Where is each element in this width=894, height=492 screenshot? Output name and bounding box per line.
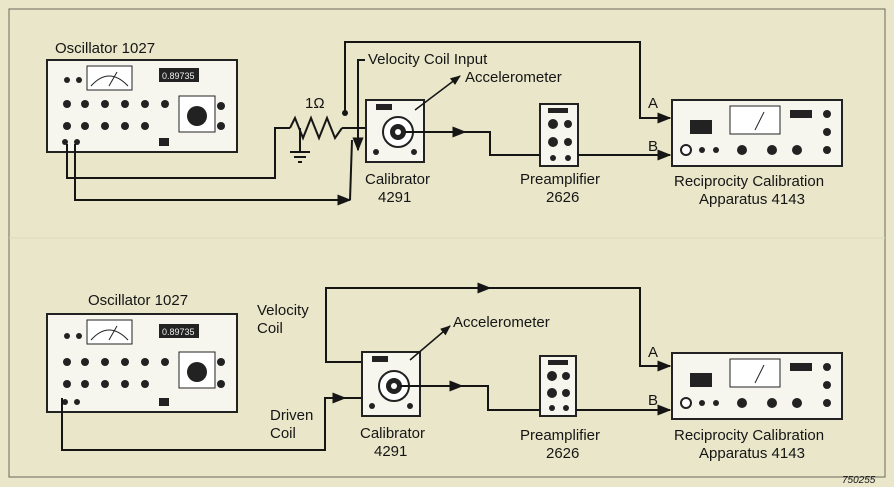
input-b-label: B (648, 138, 658, 155)
calibrator-label: Calibrator (360, 425, 425, 442)
preamplifier-device-icon (539, 355, 577, 417)
driven-coil-label: Driven (270, 407, 313, 424)
calibrator-model: 4291 (378, 189, 411, 206)
preamplifier-model: 2626 (546, 445, 579, 462)
velocity-coil-input-label: Velocity Coil Input (368, 51, 488, 68)
preamplifier-label: Preamplifier (520, 171, 600, 188)
svg-text:0.89735: 0.89735 (162, 327, 195, 337)
calibrator-device-icon (361, 351, 421, 417)
bottom-diagram: 0.89735 Oscillator 1027 Velocity Coil Dr… (46, 282, 843, 462)
preamplifier-label: Preamplifier (520, 427, 600, 444)
oscillator-device-icon: 0.89735 (46, 313, 238, 413)
oscillator-output-wire (66, 127, 290, 179)
velocity-coil-label-2: Coil (257, 320, 283, 337)
to-preamp-wire (462, 385, 540, 411)
reciprocity-model: Apparatus 4143 (699, 445, 805, 462)
channel-a-wire (344, 41, 672, 124)
top-diagram: 0.89735 Oscillator 1027 1Ω (46, 40, 843, 208)
accelerometer-label: Accelerometer (453, 314, 550, 331)
reciprocity-label: Reciprocity Calibration (674, 173, 824, 190)
diagram-frame (8, 8, 886, 478)
svg-text:0.89735: 0.89735 (162, 71, 195, 81)
driven-coil-wire (61, 392, 347, 451)
reciprocity-model: Apparatus 4143 (699, 191, 805, 208)
preamplifier-device-icon (539, 103, 579, 167)
input-b-label: B (648, 392, 658, 409)
velocity-coil-label: Velocity (257, 302, 309, 319)
input-a-label: A (648, 95, 658, 112)
drive-to-calibrator-wire (349, 139, 353, 201)
reciprocity-apparatus-icon (671, 99, 843, 167)
oscillator-label: Oscillator 1027 (88, 292, 188, 309)
accelerometer-label: Accelerometer (465, 69, 562, 86)
oscillator-device-icon: 0.89735 (46, 59, 238, 153)
figure-number: 750255 (842, 475, 876, 486)
resistor-icon (289, 115, 343, 141)
calibrator-model: 4291 (374, 443, 407, 460)
to-preamp-wire (465, 131, 540, 156)
oscillator-label: Oscillator 1027 (55, 40, 155, 57)
preamplifier-model: 2626 (546, 189, 579, 206)
ground-icon (290, 128, 310, 163)
accelerometer-pointer (409, 325, 451, 361)
oscillator-drive-wire (74, 144, 352, 206)
driven-coil-label-2: Coil (270, 425, 296, 442)
reciprocity-apparatus-icon (671, 352, 843, 420)
accelerometer-pointer (414, 75, 461, 111)
reciprocity-label: Reciprocity Calibration (674, 427, 824, 444)
calibrator-label: Calibrator (365, 171, 430, 188)
resistor-label: 1Ω (305, 95, 325, 112)
input-a-label: A (648, 344, 658, 361)
velocity-input-pointer (352, 59, 365, 152)
